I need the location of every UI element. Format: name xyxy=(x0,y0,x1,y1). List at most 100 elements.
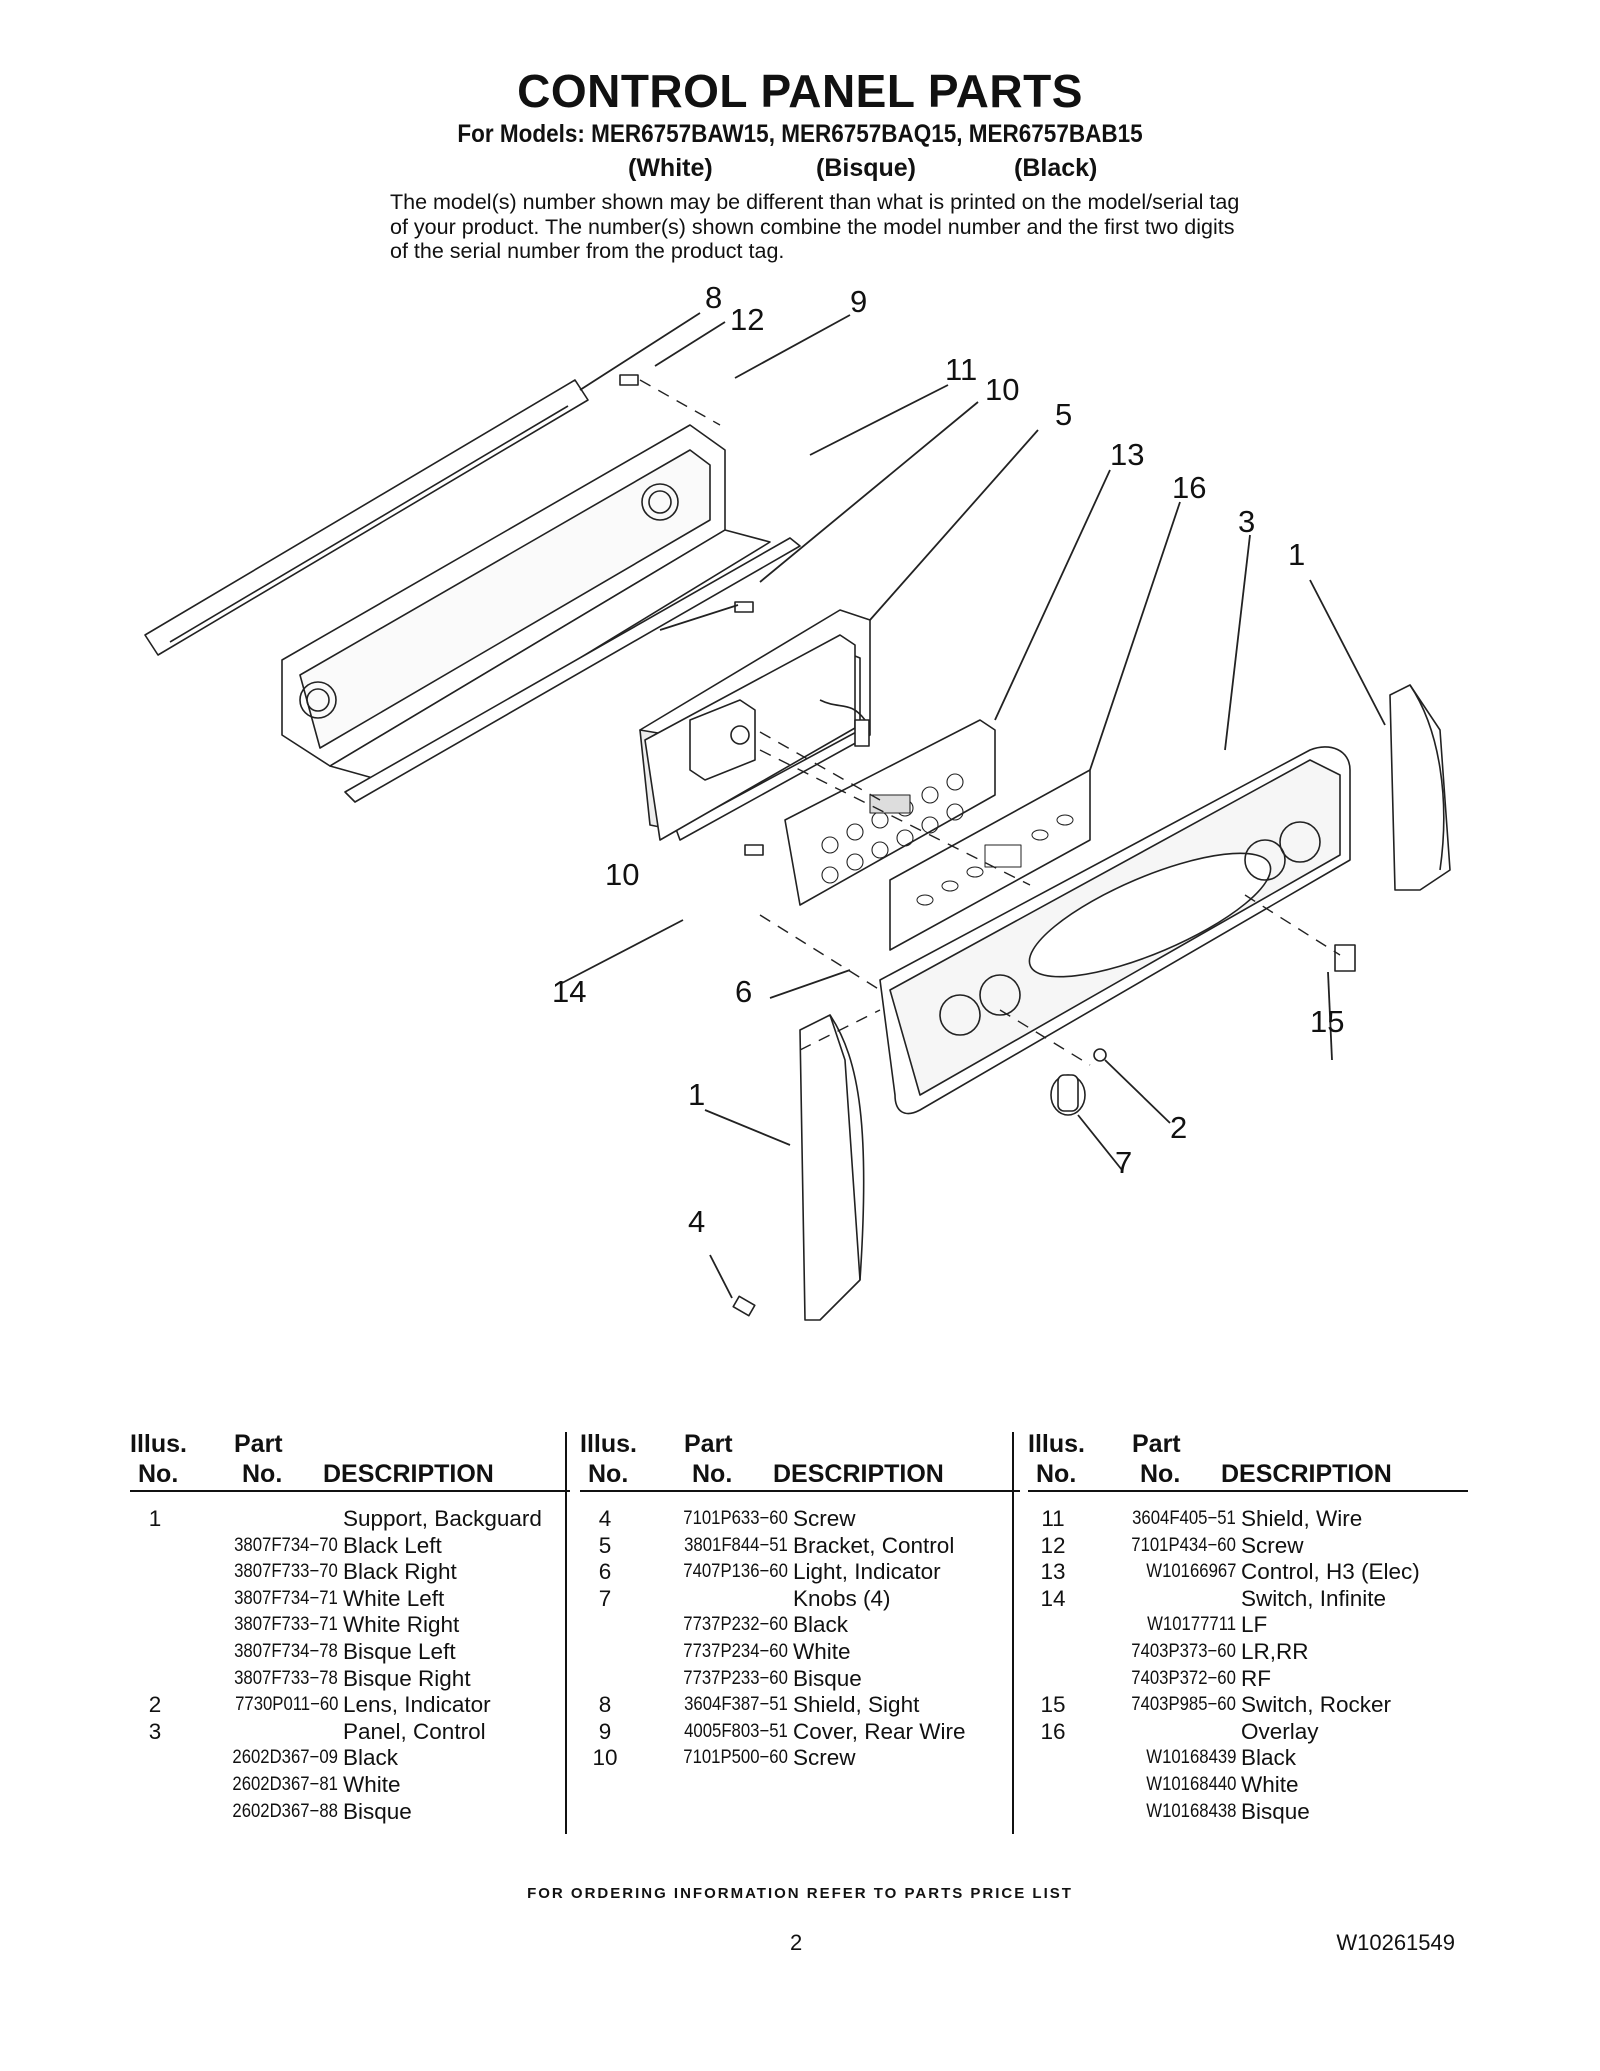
description-header: DESCRIPTION xyxy=(323,1460,494,1488)
part-description: Bisque xyxy=(1241,1798,1310,1824)
part-number: 7101P434−60 xyxy=(1131,1534,1236,1556)
part-description: Knobs (4) xyxy=(793,1585,891,1611)
illus-number: 9 xyxy=(598,1718,612,1744)
parts-table-header: Illus. No. Part No. DESCRIPTION xyxy=(1028,1428,1468,1492)
column-divider xyxy=(565,1432,567,1834)
illus-number: 2 xyxy=(148,1692,162,1718)
part-description: White xyxy=(1241,1771,1299,1797)
part-description: Panel, Control xyxy=(343,1718,486,1744)
callout-5: 5 xyxy=(1055,397,1072,432)
part-number: W10166967 xyxy=(1145,1561,1236,1583)
part-description: Black Right xyxy=(343,1559,457,1585)
part-number: 3807F733−71 xyxy=(234,1614,338,1636)
part-header-line1: Part xyxy=(684,1430,733,1458)
part-description: Shield, Wire xyxy=(1241,1506,1363,1531)
part-description: Overlay xyxy=(1241,1718,1319,1744)
part-description: White xyxy=(343,1771,401,1797)
page-title: CONTROL PANEL PARTS xyxy=(517,65,1083,117)
infinite-switch-part xyxy=(689,699,756,781)
illus-number: 5 xyxy=(598,1532,612,1558)
illus-header-line1: Illus. xyxy=(130,1430,187,1458)
part-number: 7101P500−60 xyxy=(683,1747,788,1769)
part-description: Black xyxy=(1241,1745,1297,1771)
part-description: Bisque xyxy=(793,1665,862,1691)
part-number: 3807F734−71 xyxy=(234,1587,338,1609)
callout-10-bottom: 10 xyxy=(605,857,639,892)
illus-number: 6 xyxy=(598,1559,612,1585)
color-label-white: (White) xyxy=(628,154,713,182)
part-description: Support, Backguard xyxy=(343,1506,542,1531)
part-number: 7407P136−60 xyxy=(683,1561,788,1583)
part-description: Light, Indicator xyxy=(793,1559,941,1585)
callout-15: 15 xyxy=(1310,1004,1344,1039)
callout-7: 7 xyxy=(1115,1145,1132,1180)
part-number: 7403P372−60 xyxy=(1131,1667,1236,1689)
part-description: Lens, Indicator xyxy=(343,1692,491,1718)
parts-table-header: Illus. No. Part No. DESCRIPTION xyxy=(130,1428,570,1492)
part-header-line2: No. xyxy=(692,1460,733,1488)
part-number: 3604F405−51 xyxy=(1132,1508,1236,1529)
part-description: Black xyxy=(343,1745,399,1771)
part-number: 4005F803−51 xyxy=(684,1720,788,1742)
ordering-info: FOR ORDERING INFORMATION REFER TO PARTS … xyxy=(527,1885,1073,1902)
part-description: Black xyxy=(793,1612,849,1638)
callout-8: 8 xyxy=(705,280,722,315)
parts-table-header: Illus. No. Part No. DESCRIPTION xyxy=(580,1428,1020,1492)
part-number: W10168438 xyxy=(1145,1800,1236,1822)
callout-13: 13 xyxy=(1110,437,1144,472)
callout-4: 4 xyxy=(688,1204,705,1239)
illus-number: 4 xyxy=(598,1506,612,1531)
illus-number: 15 xyxy=(1040,1692,1066,1718)
wire-shield-part xyxy=(344,537,801,803)
part-number: 7730P011−60 xyxy=(234,1694,338,1716)
part-number: 2602D367−88 xyxy=(232,1800,338,1822)
models-line: For Models: MER6757BAW15, MER6757BAQ15, … xyxy=(457,120,1143,148)
part-description: RF xyxy=(1241,1665,1271,1691)
callout-11: 11 xyxy=(945,352,977,387)
callout-1-left: 1 xyxy=(688,1077,705,1112)
part-number: 7101P633−60 xyxy=(683,1508,788,1529)
description-header: DESCRIPTION xyxy=(773,1460,944,1488)
part-number: W10168440 xyxy=(1145,1773,1236,1795)
part-number: 7737P232−60 xyxy=(683,1614,788,1636)
column-divider xyxy=(1012,1432,1014,1834)
illus-header-line2: No. xyxy=(588,1460,629,1488)
rear-wire-cover-part xyxy=(281,424,771,781)
part-number: 3807F734−78 xyxy=(234,1640,338,1662)
part-header-line2: No. xyxy=(242,1460,283,1488)
knob-part xyxy=(1050,1074,1086,1116)
part-number: W10177711 xyxy=(1147,1614,1236,1636)
callout-9: 9 xyxy=(850,284,867,319)
screw-parts xyxy=(619,374,764,1317)
callout-6: 6 xyxy=(735,974,752,1009)
callout-1-right: 1 xyxy=(1288,537,1305,572)
part-description: Screw xyxy=(1241,1532,1304,1558)
illus-header-line1: Illus. xyxy=(1028,1430,1085,1458)
illus-number: 12 xyxy=(1040,1532,1066,1558)
description-header: DESCRIPTION xyxy=(1221,1460,1392,1488)
sight-shield-part xyxy=(144,379,589,656)
part-header-line1: Part xyxy=(234,1430,283,1458)
part-description: Screw xyxy=(793,1506,856,1531)
illus-header-line1: Illus. xyxy=(580,1430,637,1458)
part-description: White xyxy=(793,1638,851,1664)
